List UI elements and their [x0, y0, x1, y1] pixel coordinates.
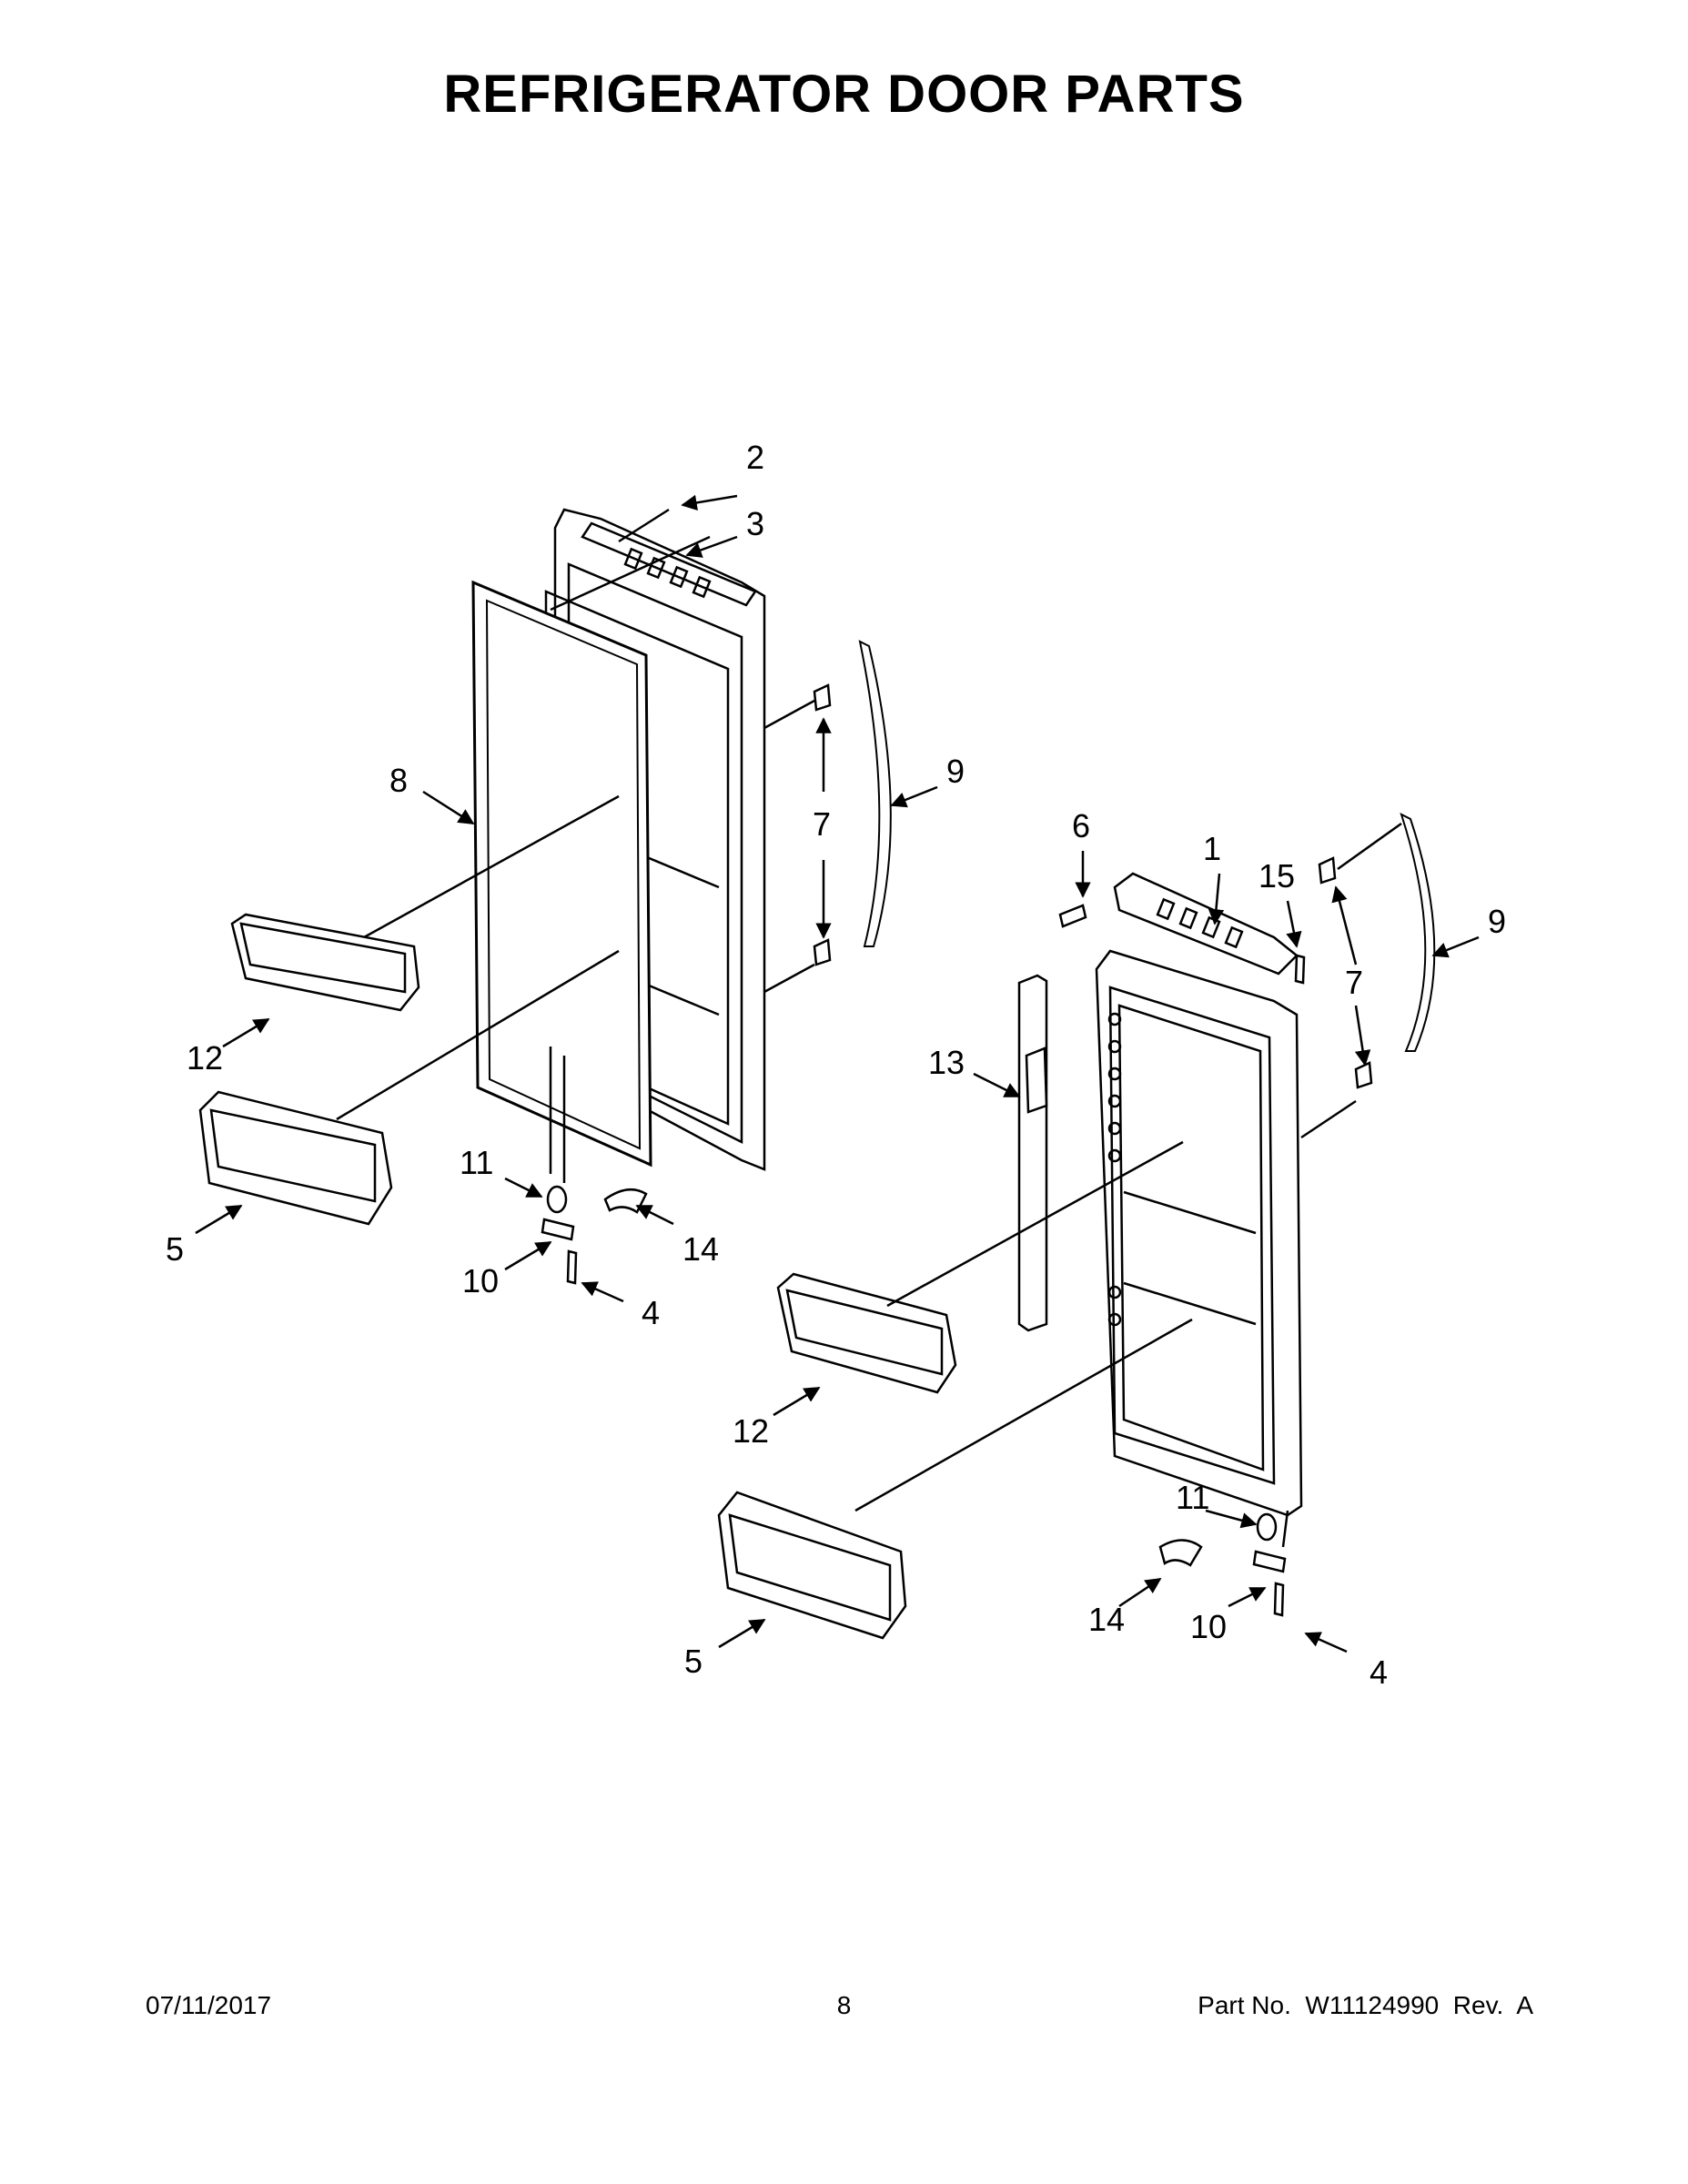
callout-10-left: 10	[462, 1262, 499, 1299]
left-hinge-screw	[566, 1249, 578, 1285]
left-door-gasket	[471, 580, 652, 1168]
right-door-assembly	[717, 813, 1436, 1640]
callout-6-right: 6	[1072, 807, 1090, 844]
callout-2-left: 2	[746, 439, 764, 476]
right-lower-door-bin	[717, 1318, 1193, 1640]
right-door-stop	[1158, 1539, 1203, 1567]
callout-11-left: 11	[460, 1144, 493, 1181]
callout-15-right: 15	[1258, 857, 1295, 895]
callout-12-left: 12	[187, 1039, 223, 1077]
callout-14-left: 14	[682, 1230, 719, 1268]
right-cap-screw	[1294, 954, 1306, 985]
callout-8-left: 8	[389, 762, 408, 799]
callout-4-right: 4	[1370, 1653, 1388, 1691]
left-door-handle	[858, 640, 892, 947]
callout-labels: 2 3 8 7 9 12 5 11 14 10 4 6 1 15 9 7 13 …	[166, 439, 1506, 1691]
left-handle-studs	[813, 683, 832, 966]
left-door-stop	[603, 1188, 648, 1214]
right-hinge-screw	[1273, 1582, 1285, 1617]
callout-9-right: 9	[1488, 903, 1506, 940]
callout-10-right: 10	[1190, 1608, 1227, 1645]
left-door-assembly	[198, 508, 892, 1285]
callout-arrows	[195, 494, 1480, 1653]
left-hinge-plate	[541, 1218, 575, 1241]
left-upper-door-bin	[230, 794, 620, 1012]
right-liner-bosses	[1107, 1012, 1122, 1327]
callout-5-right: 5	[684, 1643, 702, 1680]
right-upper-door-bin	[776, 1140, 1184, 1394]
callout-9-left: 9	[946, 753, 965, 790]
right-hinge-bushing	[1256, 1512, 1278, 1542]
callout-7-left: 7	[813, 805, 831, 843]
callout-7-right: 7	[1345, 964, 1363, 1001]
left-lower-door-bin	[198, 949, 620, 1226]
right-door-handle	[1400, 813, 1436, 1052]
right-door-liner	[1095, 949, 1303, 1517]
callout-1-right: 1	[1203, 830, 1221, 867]
page-title: REFRIGERATOR DOOR PARTS	[443, 65, 1245, 124]
mullion-hinge	[1025, 1046, 1048, 1114]
footer-date: 07/11/2017	[146, 1991, 272, 2019]
callout-14-right: 14	[1088, 1601, 1125, 1638]
footer-part-number: Part No. W11124990 Rev. A	[1198, 1991, 1533, 2019]
callout-11-right: 11	[1176, 1479, 1209, 1516]
footer-page-number: 8	[836, 1991, 852, 2019]
left-door-top-cap	[581, 521, 757, 607]
callout-13-right: 13	[928, 1044, 965, 1081]
callout-5-left: 5	[166, 1230, 184, 1268]
right-door-mullion	[1017, 974, 1048, 1332]
callout-3-left: 3	[746, 505, 764, 542]
mullion-screw	[1058, 904, 1087, 928]
callout-4-left: 4	[642, 1294, 660, 1331]
left-hinge-bushing	[546, 1185, 568, 1214]
right-hinge-plate	[1252, 1550, 1287, 1573]
callout-12-right: 12	[733, 1412, 769, 1450]
